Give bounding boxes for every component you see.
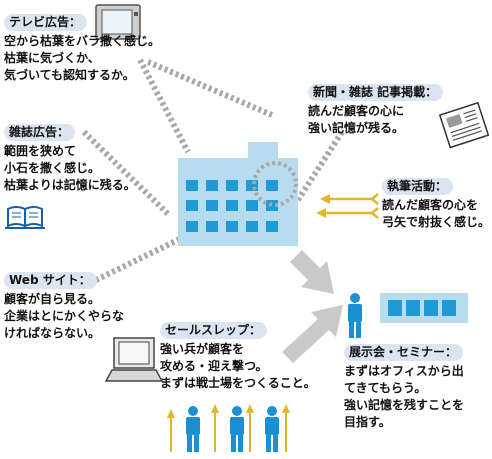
sales-rep-line-1: 強い兵が顧客を bbox=[160, 342, 245, 356]
dotted-line-tv-down bbox=[137, 58, 191, 154]
magazine-ad-line-2: 小石を撒く感じ。 bbox=[4, 161, 101, 175]
target-circle-icon bbox=[252, 161, 298, 207]
exhibition-label: 展示会・セミナー： まずはオフィスから出 てきてもらう。 強い記憶を残すことを … bbox=[344, 344, 464, 431]
sales-rep-line-2: 攻める・迎え撃つ。 bbox=[160, 359, 268, 373]
magazine-ad-label: 雑誌広告： 範囲を狭めて 小石を撒く感じ。 枯葉よりは記憶に残る。 bbox=[4, 124, 136, 194]
office-building-icon bbox=[178, 142, 298, 246]
press-title: 新聞・雑誌 記事掲載： bbox=[308, 84, 444, 101]
tv-ad-title: テレビ広告： bbox=[4, 14, 88, 31]
writing-label: 執筆活動： 読んだ顧客の心を 弓矢で射抜く感じ。 bbox=[382, 178, 490, 231]
tv-ad-line-1: 空から枯葉をバラ撒く感じ。 bbox=[4, 34, 161, 48]
press-line-2: 強い記憶が残る。 bbox=[308, 121, 405, 135]
sales-rep-line-3: まずは戦士場をつくること。 bbox=[160, 376, 316, 390]
writing-line-2: 弓矢で射抜く感じ。 bbox=[382, 215, 491, 229]
website-label: Web サイト： 顧客が自ら見る。 企業はとにかくやらな ければならない。 bbox=[4, 272, 124, 342]
tv-icon bbox=[95, 4, 141, 40]
dotted-line-tv-right bbox=[146, 59, 274, 118]
magazine-ad-title: 雑誌広告： bbox=[4, 124, 76, 141]
big-arrow-icon bbox=[282, 250, 343, 363]
sales-rep-label: セールスレップ： 強い兵が顧客を 攻める・迎え撃つ。 まずは戦士場をつくること。 bbox=[160, 322, 316, 392]
person-icon bbox=[348, 293, 362, 338]
website-line-1: 顧客が自ら見る。 bbox=[4, 292, 101, 306]
magazine-ad-line-3: 枯葉よりは記憶に残る。 bbox=[4, 178, 136, 192]
sales-rep-title: セールスレップ： bbox=[160, 322, 268, 339]
golden-arrow-icon bbox=[316, 193, 379, 219]
exhibition-title: 展示会・セミナー： bbox=[344, 344, 464, 361]
magazine-ad-line-1: 範囲を狭めて bbox=[4, 144, 77, 158]
website-line-2: 企業はとにかくやらな bbox=[4, 309, 125, 323]
dotted-line-magazine bbox=[81, 129, 171, 217]
website-line-3: ければならない。 bbox=[4, 326, 101, 340]
dotted-line-press bbox=[295, 130, 345, 202]
laptop-icon bbox=[104, 337, 164, 382]
newspaper-icon bbox=[438, 101, 490, 149]
exhibition-line-4: 目指す。 bbox=[344, 415, 391, 429]
press-line-1: 読んだ顧客の心に bbox=[308, 104, 405, 118]
exhibition-line-2: てきてもらう。 bbox=[344, 381, 427, 395]
writing-title: 執筆活動： bbox=[382, 178, 454, 195]
tv-ad-label: テレビ広告： 空から枯葉をバラ撒く感じ。 枯葉に気づくか、 気づいても認知するか… bbox=[4, 14, 160, 84]
spear-icons bbox=[167, 404, 290, 452]
sales-rep-group bbox=[167, 404, 290, 452]
booth-icon bbox=[380, 293, 468, 323]
website-title: Web サイト： bbox=[4, 272, 97, 289]
soldier-icons bbox=[186, 406, 279, 452]
tv-ad-line-3: 気づいても認知するか。 bbox=[4, 68, 135, 82]
book-icon bbox=[5, 206, 45, 229]
tv-ad-line-2: 枯葉に気づくか、 bbox=[4, 51, 100, 65]
exhibition-line-1: まずはオフィスから出 bbox=[344, 364, 464, 378]
press-label: 新聞・雑誌 記事掲載： 読んだ顧客の心に 強い記憶が残る。 bbox=[308, 84, 444, 137]
writing-line-1: 読んだ顧客の心を bbox=[382, 198, 479, 212]
exhibition-line-3: 強い記憶を残すことを bbox=[344, 398, 465, 412]
